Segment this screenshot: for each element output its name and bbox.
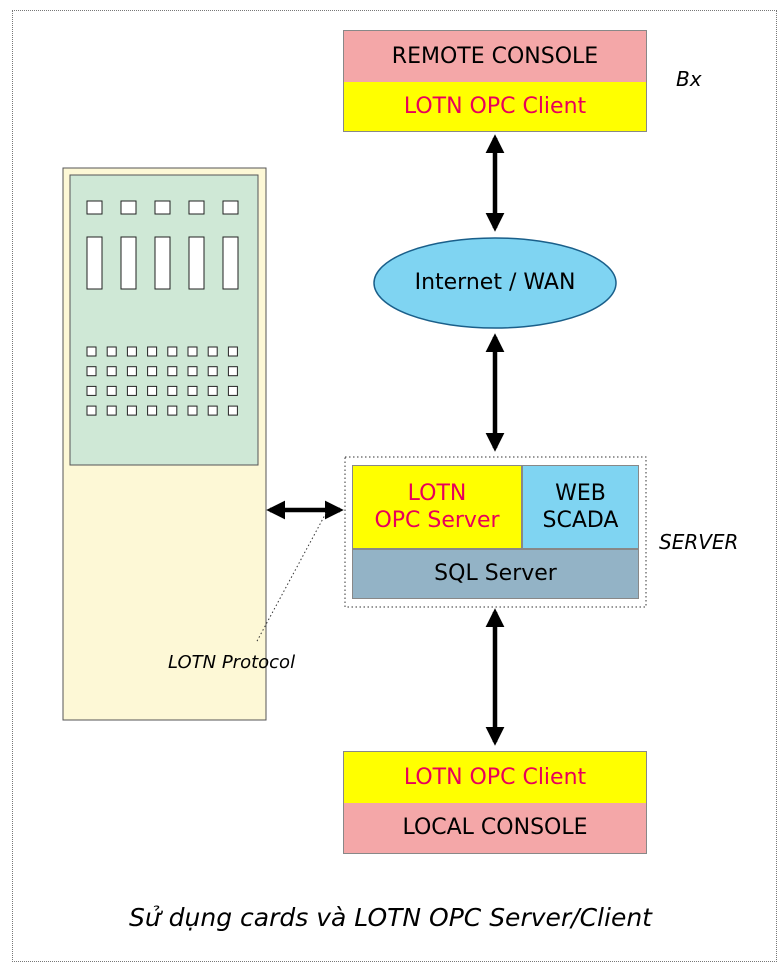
card-indicator-top: [222, 200, 239, 215]
card-io-light: [106, 346, 117, 357]
card-io-light: [227, 405, 238, 416]
card-slot: [120, 236, 137, 290]
card-io-light: [167, 346, 178, 357]
local-console-box: LOCAL CONSOLE: [343, 803, 647, 854]
card-indicator-top: [188, 200, 205, 215]
card-io-light: [187, 385, 198, 396]
card-io-light: [167, 385, 178, 396]
card-io-light: [86, 346, 97, 357]
card-io-light: [187, 366, 198, 377]
card-io-light: [86, 366, 97, 377]
card-io-light: [227, 346, 238, 357]
opc-server-box: LOTN OPC Server: [352, 465, 522, 549]
card-io-light: [227, 366, 238, 377]
web-scada-line1: WEB: [555, 480, 606, 506]
web-scada-box: WEB SCADA: [522, 465, 639, 549]
remote-client-label: LOTN OPC Client: [403, 93, 587, 119]
card-io-light: [126, 346, 137, 357]
internet-wan-label: Internet / WAN: [414, 270, 576, 296]
diagram-frame: [12, 10, 777, 962]
card-io-light: [86, 385, 97, 396]
card-slot: [154, 236, 171, 290]
opc-server-line2: OPC Server: [374, 508, 500, 533]
card-io-light: [207, 366, 218, 377]
card-io-light: [227, 385, 238, 396]
card-io-light: [147, 366, 158, 377]
card-io-light: [126, 385, 137, 396]
protocol-label: LOTN Protocol: [168, 652, 296, 673]
sql-server-label: SQL Server: [434, 561, 557, 587]
card-io-light: [187, 346, 198, 357]
card-io-light: [207, 385, 218, 396]
server-tag: SERVER: [659, 530, 739, 554]
card-io-light: [106, 385, 117, 396]
card-io-light: [147, 385, 158, 396]
local-client-box: LOTN OPC Client: [343, 751, 647, 803]
card-io-light: [106, 405, 117, 416]
remote-tag: Bx: [676, 67, 702, 91]
card-io-light: [167, 405, 178, 416]
opc-server-line1: LOTN: [407, 480, 467, 506]
remote-console-box: REMOTE CONSOLE: [343, 30, 647, 82]
card-io-light: [106, 366, 117, 377]
card-io-light: [167, 366, 178, 377]
card-slot: [86, 236, 103, 290]
diagram-caption: Sử dụng cards và LOTN OPC Server/Client: [129, 903, 652, 932]
protocol-leader-line: [255, 512, 327, 644]
card-slot: [188, 236, 205, 290]
card-indicator-top: [154, 200, 171, 215]
local-console-label: LOCAL CONSOLE: [402, 815, 588, 841]
card-io-light: [207, 405, 218, 416]
card-io-light: [126, 366, 137, 377]
server-boundary: [344, 456, 647, 608]
card-io-light: [126, 405, 137, 416]
internet-wan-cloud: [373, 237, 617, 329]
local-client-label: LOTN OPC Client: [403, 764, 587, 790]
remote-console-label: REMOTE CONSOLE: [391, 43, 599, 69]
card-indicator-top: [120, 200, 137, 215]
card-io-light: [147, 346, 158, 357]
card-io-light: [147, 405, 158, 416]
sql-server-box: SQL Server: [352, 549, 639, 599]
card-slot: [222, 236, 239, 290]
card-indicator-top: [86, 200, 103, 215]
card-io-light: [187, 405, 198, 416]
card-io-light: [86, 405, 97, 416]
card-io-light: [207, 346, 218, 357]
remote-client-box: LOTN OPC Client: [343, 82, 647, 132]
web-scada-line2: SCADA: [542, 508, 619, 533]
cabinet-cards: [86, 200, 239, 416]
